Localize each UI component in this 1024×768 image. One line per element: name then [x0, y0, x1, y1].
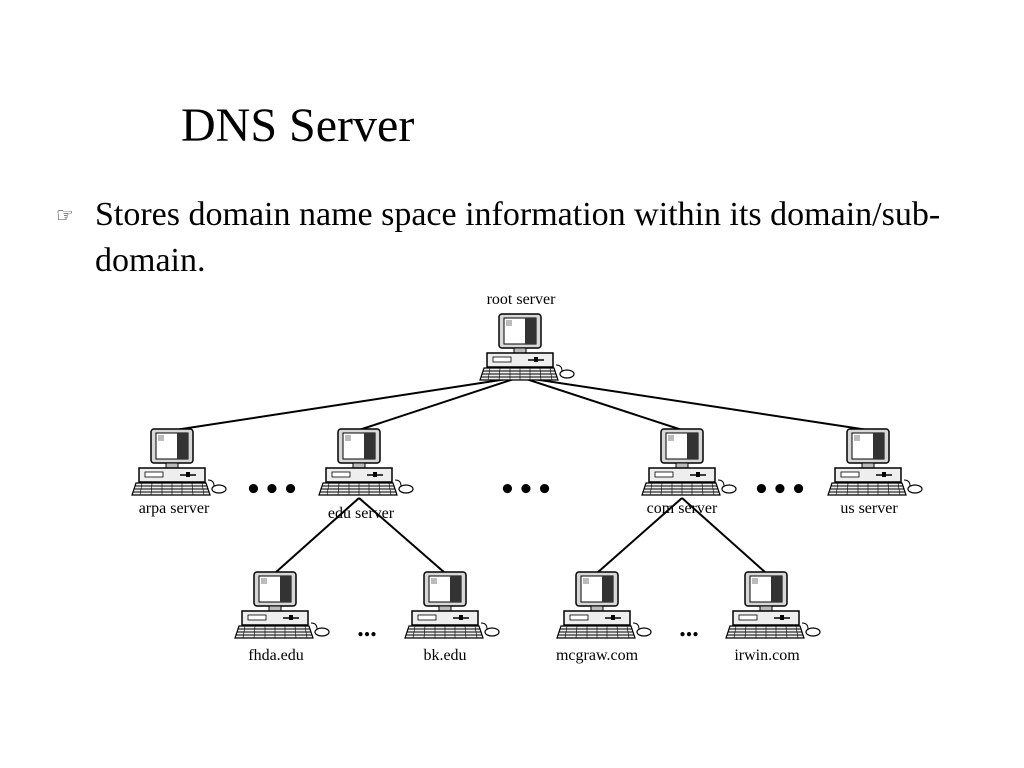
node-label-irwin: irwin.com	[734, 647, 800, 664]
node-label-fhda: fhda.edu	[248, 647, 304, 664]
ellipsis-edu-com: •••	[499, 475, 555, 505]
node-label-root: root server	[487, 291, 557, 308]
node-label-arpa: arpa server	[139, 500, 210, 517]
ellipsis-com-us: •••	[753, 475, 809, 505]
computer-icon	[234, 571, 330, 639]
edge-root-edu	[358, 376, 521, 431]
slide-title: DNS Server	[181, 99, 415, 152]
edge-root-arpa	[174, 376, 521, 431]
node-label-us: us server	[840, 500, 898, 517]
node-label-bk: bk.edu	[423, 647, 466, 664]
edge-root-com	[519, 376, 683, 431]
edge-root-us	[519, 376, 869, 431]
edge-com-mcgraw	[596, 497, 683, 574]
node-label-mcgraw: mcgraw.com	[556, 647, 639, 664]
edge-edu-fhda	[274, 497, 360, 574]
computer-icon	[131, 428, 227, 496]
ellipsis-arpa-edu: •••	[245, 475, 301, 505]
computer-icon	[556, 571, 652, 639]
pointing-hand-icon: ☞	[56, 203, 74, 227]
tree-edges	[174, 376, 869, 574]
edge-com-irwin	[681, 497, 767, 574]
computer-icon	[404, 571, 500, 639]
edge-edu-bk	[358, 497, 446, 574]
ellipsis-fhda-bk: ...	[357, 613, 377, 642]
bullet-text: Stores domain name space information wit…	[95, 196, 941, 279]
computer-icon	[641, 428, 737, 496]
node-label-edu: edu server	[328, 505, 395, 522]
computer-icon	[725, 571, 821, 639]
computer-icon	[827, 428, 923, 496]
ellipsis-mcgraw-irwin: ...	[679, 613, 699, 642]
computer-icon	[318, 428, 414, 496]
computer-icon	[479, 313, 575, 381]
node-label-com: com server	[647, 500, 718, 517]
